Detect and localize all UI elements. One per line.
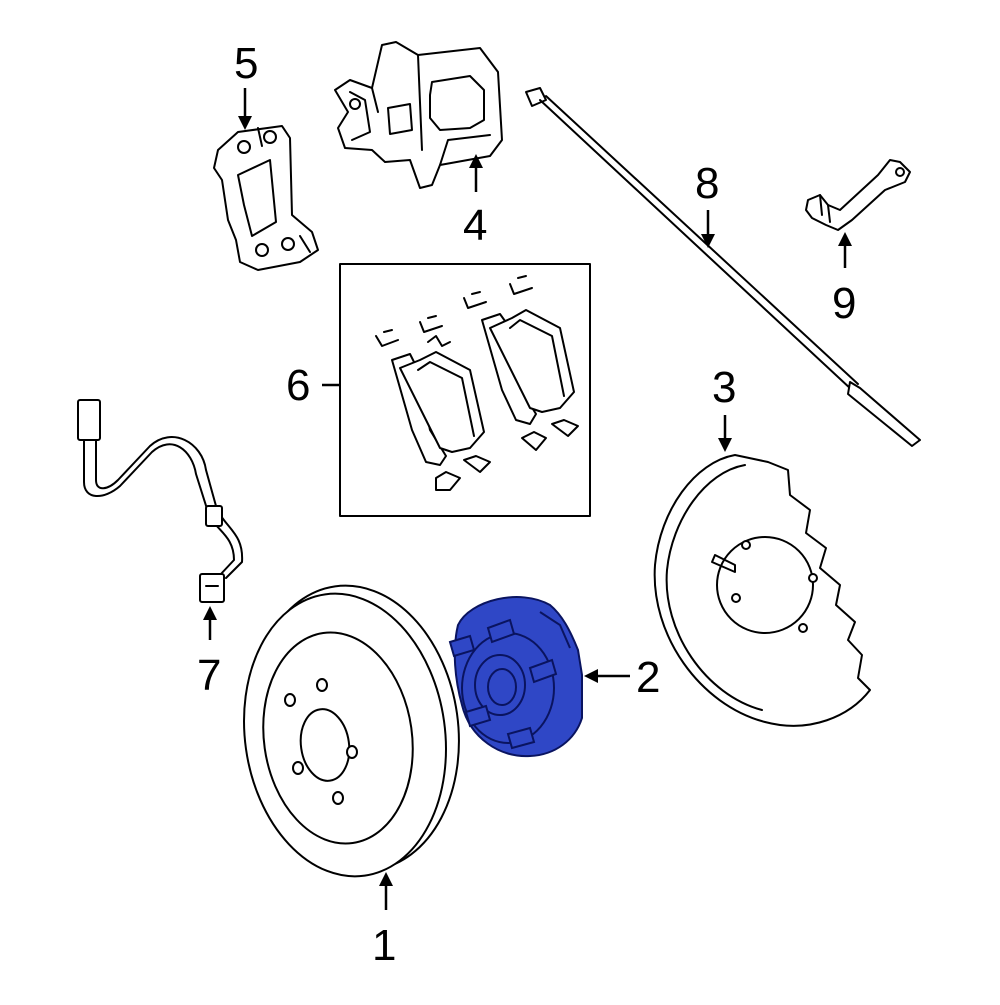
hub-assembly-drawing — [448, 596, 583, 758]
rotor-drawing — [243, 584, 460, 878]
wear-sensor-harness-drawing — [77, 399, 244, 603]
callout-5: 5 — [234, 39, 258, 88]
callout-7: 7 — [197, 651, 221, 700]
callout-2: 2 — [636, 653, 660, 702]
callout-labels: 5 4 8 9 6 3 7 2 1 — [197, 39, 856, 970]
cable-bracket-drawing — [805, 159, 911, 231]
callout-8: 8 — [695, 159, 719, 208]
backing-plate-drawing — [653, 454, 871, 727]
caliper-bracket-drawing — [213, 125, 319, 271]
callout-9: 9 — [832, 279, 856, 328]
brake-pads-kit-drawing — [339, 263, 591, 517]
callout-4: 4 — [463, 201, 487, 250]
brake-cable-drawing — [525, 87, 921, 447]
callout-6: 6 — [286, 361, 310, 410]
caliper-drawing — [334, 41, 503, 189]
callout-1: 1 — [372, 921, 396, 970]
leader-lines — [203, 88, 852, 910]
callout-3: 3 — [712, 363, 736, 412]
